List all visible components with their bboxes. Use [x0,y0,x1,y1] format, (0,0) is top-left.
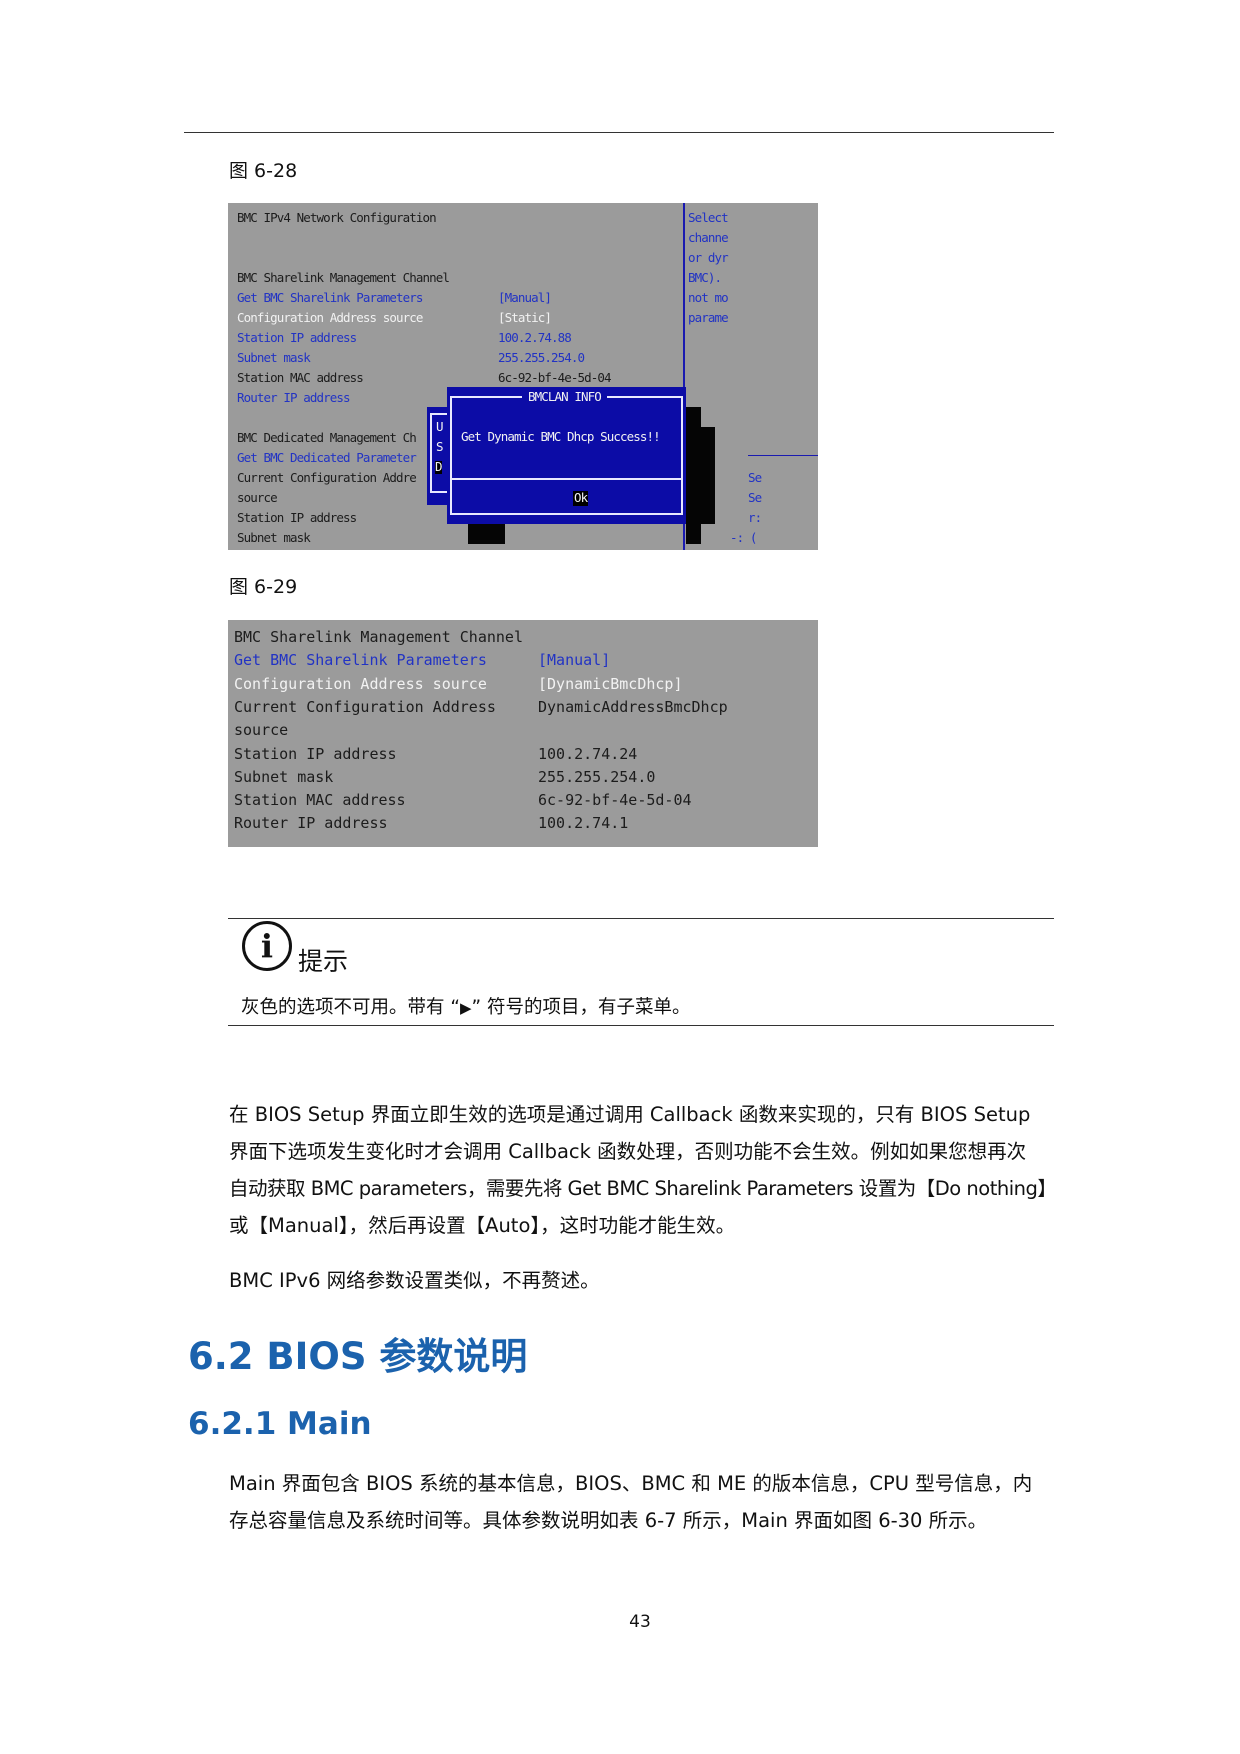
back-dialog-char: S [436,439,443,454]
main-paragraph: Main 界面包含 BIOS 系统的基本信息，BIOS、BMC 和 ME 的版本… [229,1465,1079,1539]
info-icon: i [242,921,292,971]
setting-label: Configuration Address source [237,310,423,325]
back-dialog-char: U [436,419,443,434]
setting-label: Station IP address [234,744,397,763]
setting-label: Station MAC address [234,791,406,810]
paragraph-line: 界面下选项发生变化时才会调用 Callback 函数处理，否则功能不会生效。例如… [229,1140,1027,1163]
dialog-shadow [701,427,715,524]
setting-value: 6c-92-bf-4e-5d-04 [498,370,612,385]
back-dialog-char: D [435,459,442,474]
setting-value: [Manual] [498,290,552,305]
tip-text: 灰色的选项不可用。带有 “▶” 符号的项目，有子菜单。 [241,993,690,1019]
setting-value: 255.255.254.0 [538,767,656,786]
dialog-shadow [686,407,701,544]
tip-text-after: ” 符号的项目，有子菜单。 [471,997,691,1018]
dialog-ok-button[interactable]: Ok [573,490,589,506]
setting-label: Station IP address [237,510,357,525]
setting-label: Get BMC Sharelink Parameters [237,290,423,305]
setting-value: 100.2.74.24 [538,744,638,763]
setting-label: Subnet mask [237,350,311,365]
help-text: Select [688,210,729,225]
callback-paragraph: 在 BIOS Setup 界面立即生效的选项是通过调用 Callback 函数来… [229,1096,1079,1244]
section-heading-6-2: 6.2 BIOS 参数说明 [188,1335,528,1378]
help-text: not mo [688,290,729,305]
setting-value: [DynamicBmcDhcp] [538,674,683,693]
setting-label: Station IP address [237,330,357,345]
paragraph-line: 自动获取 BMC parameters，需要先将 Get BMC Shareli… [229,1177,1057,1200]
setting-value: 100.2.74.1 [538,814,629,833]
setting-label: Subnet mask [234,767,334,786]
setting-label: BMC Dedicated Management Ch [237,430,417,445]
paragraph-line: 存总容量信息及系统时间等。具体参数说明如表 6-7 所示，Main 界面如图 6… [229,1509,988,1532]
paragraph-line: 在 BIOS Setup 界面立即生效的选项是通过调用 Callback 函数来… [229,1103,1031,1126]
setting-value: 6c-92-bf-4e-5d-04 [538,791,692,810]
setting-label: BMC Sharelink Management Channel [237,270,450,285]
setting-label: Configuration Address source [234,674,487,693]
setting-value: [Manual] [538,651,611,670]
help-text: channe [688,230,729,245]
setting-label: Router IP address [234,814,388,833]
setting-label: Current Configuration Addre [237,470,417,485]
bios-title: BMC IPv4 Network Configuration [237,210,437,225]
dialog-message: Get Dynamic BMC Dhcp Success!! [461,429,661,444]
help-pane-divider [683,203,685,550]
bmclan-info-dialog: BMCLAN INFO Get Dynamic BMC Dhcp Success… [447,387,686,524]
setting-label: source [234,721,289,740]
figure-caption-6-29: 图 6-29 [229,576,298,598]
tip-top-rule [228,918,1054,919]
setting-label: Get BMC Sharelink Parameters [234,651,487,670]
help-text: Se [748,470,762,485]
help-text: -: ( [730,530,757,545]
bios-screenshot-ipv4: BMC IPv4 Network Configuration BMC Share… [228,203,818,550]
setting-label: Subnet mask [237,530,311,545]
setting-value: 100.2.74.88 [498,330,572,345]
help-pane-separator [748,455,818,456]
tip-title: 提示 [298,947,349,976]
tip-bottom-rule [228,1025,1054,1026]
paragraph-line: Main 界面包含 BIOS 系统的基本信息，BIOS、BMC 和 ME 的版本… [229,1472,1033,1495]
setting-label: Station MAC address [237,370,364,385]
setting-value: DynamicAddressBmcDhcp [538,697,728,716]
help-text: r: [748,510,762,525]
header-rule [184,132,1054,133]
help-text: or dyr [688,250,729,265]
setting-label: BMC Sharelink Management Channel [234,628,523,646]
help-text: BMC). [688,270,722,285]
submenu-arrow-icon: ▶ [459,999,472,1017]
setting-label: Current Configuration Address [234,697,496,716]
figure-caption-6-28: 图 6-28 [229,160,298,182]
section-heading-6-2-1: 6.2.1 Main [188,1406,372,1442]
paragraph-line: 或【Manual】，然后再设置【Auto】，这时功能才能生效。 [229,1214,736,1237]
setting-value: 255.255.254.0 [498,350,585,365]
dialog-title: BMCLAN INFO [522,390,607,404]
help-text: parame [688,310,729,325]
setting-label: source [237,490,278,505]
tip-text-before: 灰色的选项不可用。带有 “ [241,997,460,1018]
ipv6-paragraph: BMC IPv6 网络参数设置类似，不再赘述。 [229,1269,600,1292]
setting-value: [Static] [498,310,552,325]
setting-label: Router IP address [237,390,351,405]
help-text: Se [748,490,762,505]
page-number: 43 [629,1612,651,1632]
setting-label: Get BMC Dedicated Parameter [237,450,417,465]
